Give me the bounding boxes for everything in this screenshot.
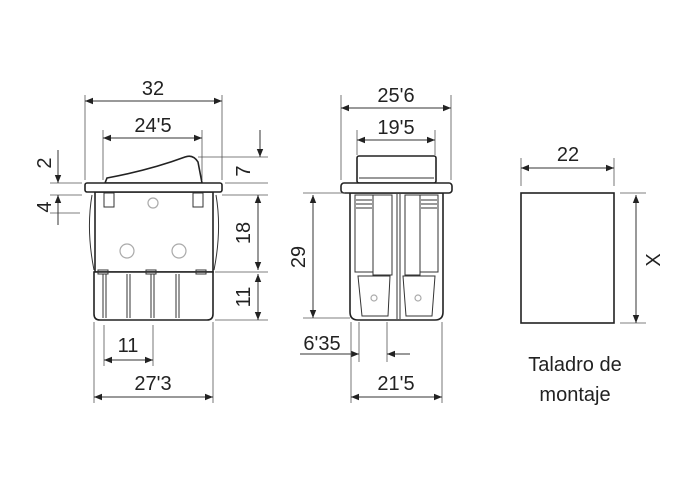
dim-label-side-body-width: 21'5	[377, 373, 414, 395]
front-view: 32 24'5 2 4	[34, 78, 268, 403]
dim-label-flange-thickness: 4	[34, 201, 56, 212]
dim-label-terminal-height: 11	[233, 287, 255, 308]
dim-label-rocker-width: 24'5	[134, 115, 171, 137]
side-view: 25'6 19'5 29 6'35 21'5	[288, 85, 453, 403]
dim-label-terminal-width: 6'35	[303, 333, 340, 355]
dim-label-body-height: 18	[233, 222, 255, 244]
rocker-actuator	[103, 155, 203, 184]
dim-label-flange-width: 25'6	[377, 85, 414, 107]
dim-label-overall-width: 32	[142, 78, 164, 100]
dim-label-body-width: 27'3	[134, 373, 171, 395]
flange	[84, 182, 223, 193]
side-flange	[340, 182, 453, 194]
dim-label-cutout-height: X	[643, 253, 665, 266]
dim-label-rocker-height: 7	[233, 165, 255, 176]
dim-label-depth: 29	[288, 246, 310, 268]
dim-label-cutout-width: 22	[557, 144, 579, 166]
cutout-rectangle	[520, 192, 615, 324]
dim-label-cap-width: 19'5	[377, 117, 414, 139]
caption-line1: Taladro de	[528, 354, 621, 376]
dim-label-terminal-pitch: 11	[118, 335, 139, 357]
dim-label-flange-offset: 2	[34, 157, 56, 168]
rocker-cap	[356, 155, 437, 184]
cutout-view: 22 X Taladro de montaje	[520, 144, 665, 406]
caption-line2: montaje	[539, 384, 610, 406]
